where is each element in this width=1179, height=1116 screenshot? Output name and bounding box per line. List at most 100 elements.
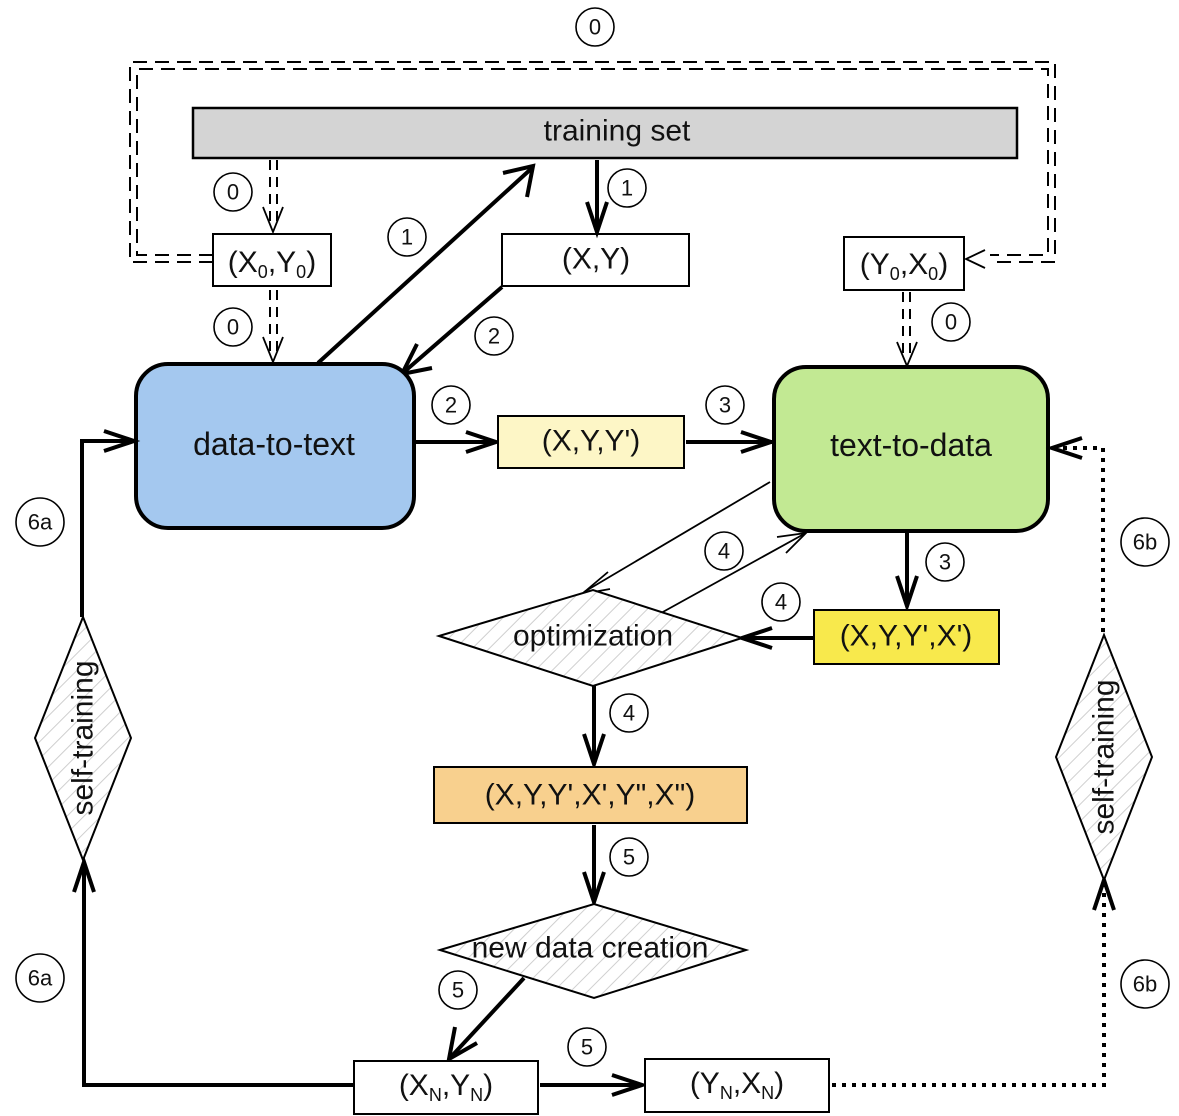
y0x0-label: (Y0,X0)	[860, 248, 948, 285]
x0y0-box	[212, 233, 332, 287]
step-badge-6b-lower: 6b	[1120, 959, 1170, 1009]
step-badge-4-down: 4	[609, 693, 649, 733]
svg-text:1: 1	[401, 225, 413, 250]
xyyx-node[interactable]: (X,Y,Y',X')	[813, 609, 1000, 665]
new-data-creation-label: new data creation	[472, 932, 709, 965]
y0x0-box	[843, 236, 965, 291]
open-arrowhead-icon	[776, 531, 809, 554]
self-training-left-node[interactable]: self-training	[33, 614, 133, 863]
step-badge-2-right: 2	[431, 385, 471, 425]
xyyxyx-box	[433, 766, 748, 824]
xyy-box	[497, 415, 685, 469]
arrowhead-icon	[72, 855, 96, 893]
step-badge-6a-upper: 6a	[15, 497, 65, 547]
arrowhead-icon	[611, 1073, 649, 1097]
step1-arrows	[316, 160, 609, 365]
arrowhead-icon	[895, 575, 919, 613]
svg-text:4: 4	[623, 701, 635, 726]
arrowhead-icon	[582, 733, 606, 771]
arrowhead-icon	[465, 430, 503, 454]
self-training-left-diamond	[33, 614, 133, 863]
arrowhead-icon	[585, 201, 609, 239]
svg-text:2: 2	[488, 324, 500, 349]
step5-arrows	[446, 825, 649, 1097]
open-arrowhead-icon	[262, 206, 284, 235]
optimization-node[interactable]: optimization	[435, 588, 746, 688]
step-badge-6b-upper: 6b	[1120, 517, 1170, 567]
svg-text:4: 4	[718, 539, 730, 564]
step-badge-0-right: 0	[931, 302, 971, 342]
optimization-label: optimization	[513, 620, 673, 653]
step6b-loop	[832, 436, 1116, 1087]
xy-node[interactable]: (X,Y)	[501, 233, 690, 287]
svg-text:6a: 6a	[28, 510, 53, 535]
svg-text:0: 0	[945, 310, 957, 335]
step-badge-0-left-lower: 0	[213, 307, 253, 347]
svg-text:6a: 6a	[28, 966, 53, 991]
svg-text:0: 0	[227, 315, 239, 340]
open-arrowhead-icon	[262, 336, 284, 365]
ynxn-box	[644, 1058, 830, 1113]
xyyx-box	[813, 609, 1000, 665]
data-to-text-node[interactable]: data-to-text	[134, 362, 416, 530]
ynxn-label: (YN,XN)	[690, 1067, 784, 1104]
svg-text:0: 0	[227, 180, 239, 205]
xyy-label: (X,Y,Y')	[542, 425, 641, 458]
new-data-creation-node[interactable]: new data creation	[436, 902, 750, 1000]
xyyxyx-node[interactable]: (X,Y,Y',X',Y",X")	[433, 766, 748, 824]
svg-text:2: 2	[445, 393, 457, 418]
step2-arrows	[398, 285, 504, 454]
arrowhead-icon	[582, 871, 606, 909]
training-set-label: training set	[544, 115, 691, 148]
self-training-right-diamond	[1054, 632, 1154, 883]
step-badge-0-top: 0	[575, 7, 615, 47]
step-badge-4-left: 4	[761, 582, 801, 622]
xnyn-box	[353, 1060, 539, 1115]
step-badge-1-down: 1	[607, 168, 647, 208]
svg-text:3: 3	[719, 393, 731, 418]
step0-dashed-right	[896, 292, 918, 369]
xyy-node[interactable]: (X,Y,Y')	[497, 415, 685, 469]
step0-dashed-loop	[129, 61, 1056, 269]
open-arrowhead-icon	[963, 249, 986, 269]
step-badge-5-right: 5	[567, 1027, 607, 1067]
text-to-data-box	[772, 365, 1050, 533]
step-badge-2-diag: 2	[474, 316, 514, 356]
svg-text:3: 3	[939, 550, 951, 575]
svg-text:1: 1	[621, 176, 633, 201]
xyyxyx-label: (X,Y,Y',X',Y",X")	[485, 779, 696, 812]
step-badge-3-down: 3	[925, 542, 965, 582]
self-training-left-label: self-training	[67, 660, 100, 815]
xy-box	[501, 233, 690, 287]
step-badge-4-diag: 4	[704, 531, 744, 571]
self-training-right-label: self-training	[1088, 679, 1121, 834]
text-to-data-node[interactable]: text-to-data	[772, 365, 1050, 533]
svg-text:5: 5	[452, 978, 464, 1003]
ynxn-node[interactable]: (YN,XN)	[644, 1058, 830, 1113]
optimization-diamond	[435, 588, 746, 688]
step-badge-5-down: 5	[609, 837, 649, 877]
xy-label: (X,Y)	[562, 243, 630, 276]
data-to-text-box	[134, 362, 416, 530]
arrowhead-icon	[446, 1026, 478, 1063]
data-to-text-label: data-to-text	[193, 426, 355, 462]
arrowhead-icon	[740, 430, 778, 454]
arrowhead-icon	[502, 163, 536, 198]
self-training-right-node[interactable]: self-training	[1054, 632, 1154, 883]
x0y0-node[interactable]: (X0,Y0)	[212, 233, 332, 287]
x0y0-label: (X0,Y0)	[228, 246, 316, 283]
step-badge-1-diag: 1	[387, 217, 427, 257]
svg-text:0: 0	[589, 15, 601, 40]
step-badge-3-right: 3	[705, 385, 745, 425]
step-badge-6a-lower: 6a	[15, 953, 65, 1003]
text-to-data-label: text-to-data	[830, 427, 992, 463]
open-arrowhead-icon	[896, 341, 918, 369]
training-set-node[interactable]: training set	[191, 106, 1019, 160]
y0x0-node[interactable]: (Y0,X0)	[843, 236, 965, 291]
xnyn-node[interactable]: (XN,YN)	[353, 1060, 539, 1115]
svg-text:6b: 6b	[1133, 972, 1157, 997]
step-badge-5-diag: 5	[438, 970, 478, 1010]
svg-text:6b: 6b	[1133, 530, 1157, 555]
step6a-loop	[72, 429, 354, 1087]
